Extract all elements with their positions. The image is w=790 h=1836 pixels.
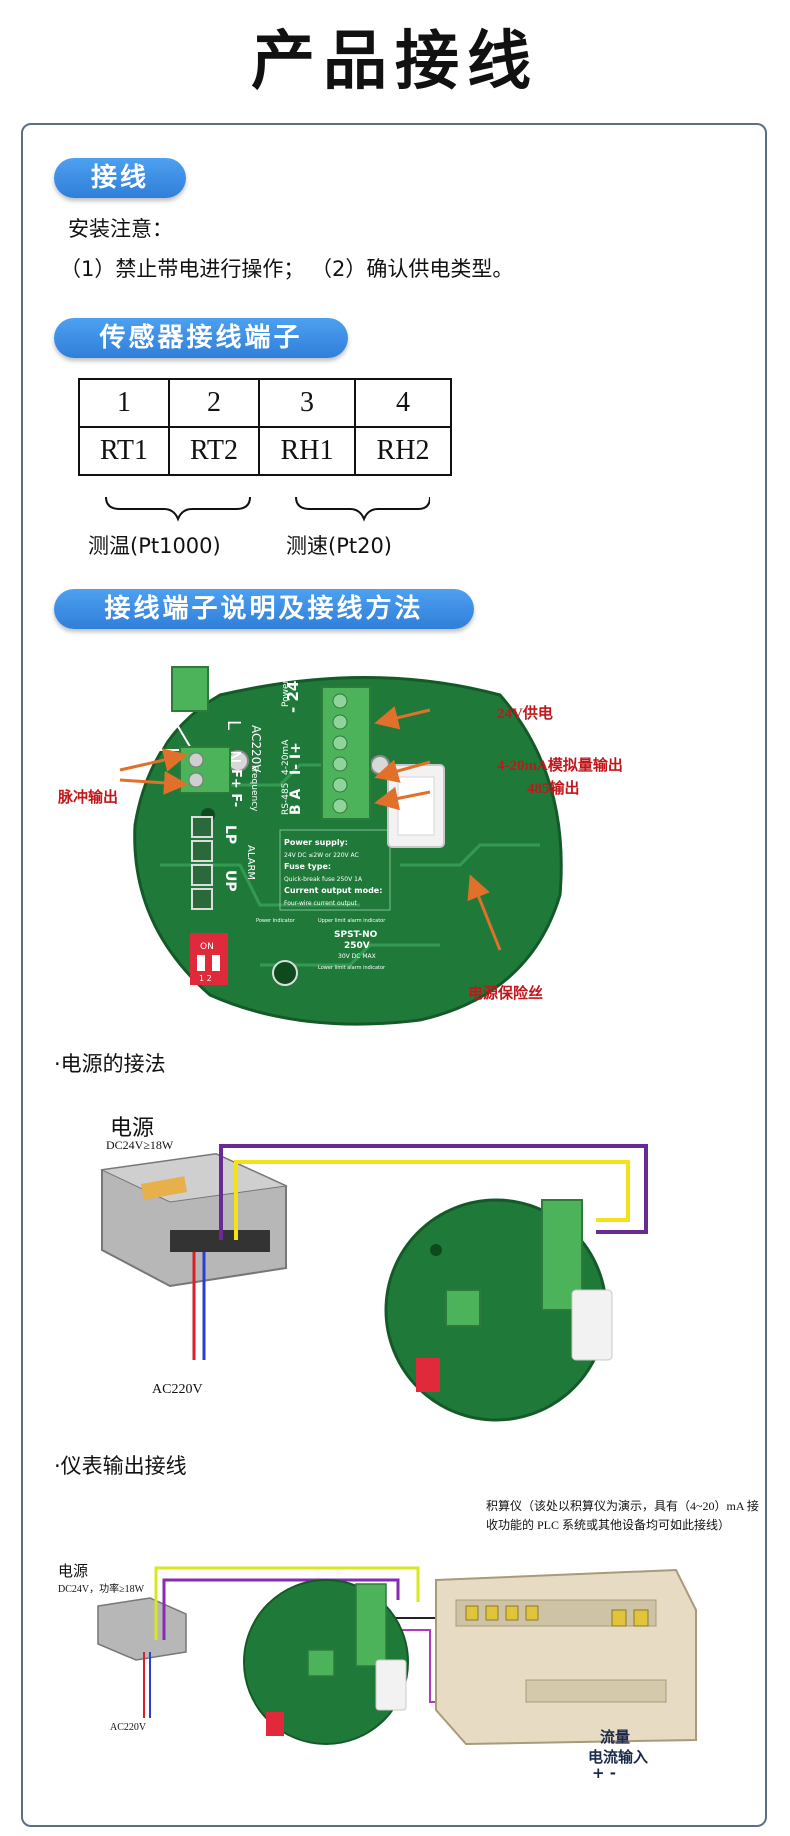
arrow-fuse xyxy=(467,874,502,951)
install-note-items: （1）禁止带电进行操作； （2）确认供电类型。 xyxy=(60,257,514,281)
terminal-number: 4 xyxy=(354,378,452,428)
integrator-device xyxy=(435,1568,697,1746)
board-label-f: F+ F- xyxy=(228,769,243,807)
dip-nums-label: 1 2 xyxy=(199,974,212,983)
flow-input-label1: 流量 xyxy=(600,1728,631,1746)
sensor-terminal-table: 1 2 3 4 RT1 RT2 RH1 RH2 xyxy=(78,378,452,476)
spec-line: Fuse type: xyxy=(284,862,331,871)
board-label-ba: B A xyxy=(288,788,304,815)
output-wiring-diagram xyxy=(97,1566,697,1746)
pulse-terminal-icon xyxy=(179,746,231,794)
arrow-pulse-2 xyxy=(119,770,188,795)
power-wiring-title: ·电源的接法 xyxy=(54,1052,166,1076)
terminal-name-row: RT1 RT2 RH1 RH2 xyxy=(78,426,452,476)
terminal-number: 1 xyxy=(78,378,170,428)
wire-yellow-output xyxy=(154,1566,420,1640)
board-label-24: - 24 + xyxy=(284,665,302,713)
psu-spec: DC24V≥18W xyxy=(106,1138,174,1152)
calculator-note-line1: 积算仪（该处以积算仪为演示，具有（4~20）mA 接 xyxy=(486,1499,759,1513)
terminal-block-right xyxy=(321,686,371,820)
board-label-frequency: Frequency xyxy=(249,765,259,812)
callout-24v-power: 24V供电 xyxy=(497,706,553,722)
terminal-number: 2 xyxy=(168,378,260,428)
terminal-block-pulse xyxy=(171,666,209,712)
relay-label: SPST-NO xyxy=(334,930,378,940)
section-heading-wiring: 接线 xyxy=(54,158,186,198)
group-label-temperature: 测温(Pt1000) xyxy=(88,534,221,558)
terminal-name: RH2 xyxy=(354,426,452,476)
install-note-title: 安装注意： xyxy=(68,217,173,241)
ac-label-power: AC220V xyxy=(152,1382,203,1397)
calculator-note-line2: 收功能的 PLC 系统或其他设备均可如此接线） xyxy=(486,1518,731,1532)
terminal-name: RH1 xyxy=(258,426,356,476)
section-heading-sensor-terminals: 传感器接线端子 xyxy=(54,318,348,358)
psu-spec-output: DC24V，功率≥18W xyxy=(58,1584,145,1595)
group-label-speed: 测速(Pt20) xyxy=(286,534,393,558)
arrow-485 xyxy=(374,786,431,811)
spec-line: 24V DC ≤2W or 220V AC xyxy=(284,852,359,859)
spec-line: Current output mode: xyxy=(284,886,382,895)
wire-purple xyxy=(219,1144,648,1240)
board-label-alarm: ALARM xyxy=(245,845,256,880)
dip-switch xyxy=(190,933,228,985)
page-title: 产品接线 xyxy=(251,25,539,99)
spec-line: Power supply: xyxy=(284,838,348,847)
arrow-pulse xyxy=(119,748,188,772)
spec-line: Quick-break fuse 250V 1A xyxy=(284,876,363,883)
wire-purple-output xyxy=(162,1578,400,1640)
relay-label: 30V DC MAX xyxy=(338,953,376,960)
flow-input-label2: 电流输入 xyxy=(588,1748,649,1766)
board-label-up: UP xyxy=(222,870,238,892)
screw-icon xyxy=(272,960,298,986)
section-heading-terminal-description: 接线端子说明及接线方法 xyxy=(54,589,474,629)
callout-arrows xyxy=(119,706,502,951)
power-supply-unit xyxy=(100,1152,288,1288)
ac-label-output: AC220V xyxy=(110,1722,147,1733)
wire-yellow xyxy=(234,1160,630,1240)
output-wiring-title: ·仪表输出接线 xyxy=(54,1454,187,1478)
callout-pulse-output: 脉冲输出 xyxy=(58,790,119,806)
psu-label: 电源 xyxy=(110,1115,155,1140)
board-label-i: I- I+ xyxy=(288,742,304,775)
alarm-terminal-pads xyxy=(191,816,213,910)
arrow-analog xyxy=(374,759,431,783)
callout-rs485-output: 485输出 xyxy=(527,781,580,797)
pcb-board-diagram: AC220V L N PowerDC - 24 + 4-20mA I- I+ R… xyxy=(133,665,563,1026)
arrow-24v xyxy=(374,706,431,730)
terminal-name: RT1 xyxy=(78,426,170,476)
flow-input-polarity: + - xyxy=(592,1764,617,1782)
terminal-number-row: 1 2 3 4 xyxy=(78,378,452,428)
power-indicator-label: Power Indicator xyxy=(256,918,296,924)
upper-alarm-label: Upper limit alarm indicator xyxy=(318,918,386,924)
lower-alarm-label: Lower limit alarm indicator xyxy=(318,965,386,971)
board-label-ac220v: AC220V xyxy=(249,725,263,773)
dip-on-label: ON xyxy=(200,942,214,952)
spec-line: Four-wire current output xyxy=(284,900,357,907)
power-supply-unit-small xyxy=(97,1597,187,1661)
spec-block xyxy=(279,829,391,911)
relay-label: 250V xyxy=(344,941,370,951)
power-wiring-diagram xyxy=(100,1144,648,1422)
terminal-name: RT2 xyxy=(168,426,260,476)
board-label-ma: 4-20mA xyxy=(281,739,291,775)
board-label-l: L xyxy=(223,720,244,730)
group-brace-icon xyxy=(105,496,430,522)
board-label-powerdc: PowerDC xyxy=(281,667,291,707)
terminal-number: 3 xyxy=(258,378,356,428)
board-label-lp: LP xyxy=(222,825,238,844)
psu-label-output: 电源 xyxy=(58,1564,89,1580)
board-label-rs485: RS-485 xyxy=(281,783,291,815)
callout-analog-output: 4-20mA模拟量输出 xyxy=(497,758,623,774)
callout-fuse: 电源保险丝 xyxy=(468,986,544,1002)
